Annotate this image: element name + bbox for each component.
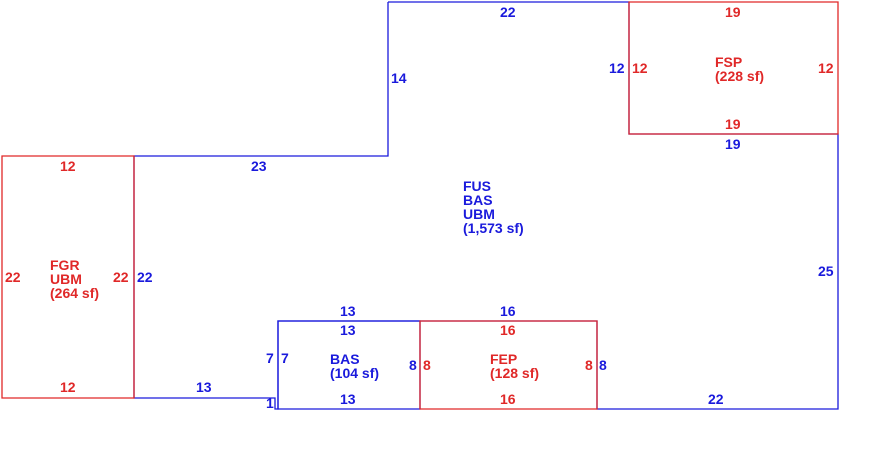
fsp-size: (228 sf) (715, 68, 764, 84)
dim-main-bottom-right: 22 (708, 391, 724, 407)
dim-main-left-lower: 22 (137, 269, 153, 285)
dim-fgr-top: 12 (60, 158, 76, 174)
main-area-code-2: BAS (463, 192, 493, 208)
dim-main-bottom-step: 1 (266, 395, 274, 411)
dim-fsp-right: 12 (818, 60, 834, 76)
fgr-outline (1, 155, 135, 399)
dim-fep-bottom: 16 (500, 391, 516, 407)
dim-main-bas-left: 7 (266, 350, 274, 366)
dim-fsp-top: 19 (725, 4, 741, 20)
fsp-outline (628, 1, 839, 135)
fep-outline (419, 320, 598, 410)
dim-main-mid-top: 23 (251, 158, 267, 174)
fgr-size: (264 sf) (50, 285, 99, 301)
dim-fsp-left: 12 (632, 60, 648, 76)
fep-size: (128 sf) (490, 365, 539, 381)
dim-main-fep-top: 16 (500, 303, 516, 319)
dim-bas-left: 7 (281, 350, 289, 366)
dim-main-bottom-left: 13 (196, 379, 212, 395)
dim-bas-right: 8 (409, 357, 417, 373)
dim-fgr-bottom: 12 (60, 379, 76, 395)
main-area-code-3: UBM (463, 206, 495, 222)
dim-bas-bottom: 13 (340, 391, 356, 407)
dim-fsp-bottom: 19 (725, 116, 741, 132)
dim-main-under-fsp: 19 (725, 136, 741, 152)
main-area-size: (1,573 sf) (463, 220, 524, 236)
dim-main-right: 25 (818, 263, 834, 279)
fgr-code-1: FGR (50, 257, 80, 273)
fep-code: FEP (490, 351, 517, 367)
dim-main-fep-right: 8 (599, 357, 607, 373)
bas-small-code: BAS (330, 351, 360, 367)
dim-main-bas-top: 13 (340, 303, 356, 319)
dim-fep-left: 8 (423, 357, 431, 373)
bas-small-size: (104 sf) (330, 365, 379, 381)
dim-fep-top: 16 (500, 322, 516, 338)
fgr-code-2: UBM (50, 271, 82, 287)
dim-fep-right: 8 (585, 357, 593, 373)
dim-main-left-upper: 14 (391, 70, 407, 86)
dim-fgr-right: 22 (113, 269, 129, 285)
dim-main-top: 22 (500, 4, 516, 20)
dim-main-fsp-left: 12 (609, 60, 625, 76)
main-area-code-1: FUS (463, 178, 491, 194)
dim-bas-top: 13 (340, 322, 356, 338)
fsp-code: FSP (715, 54, 742, 70)
dim-fgr-left: 22 (5, 269, 21, 285)
